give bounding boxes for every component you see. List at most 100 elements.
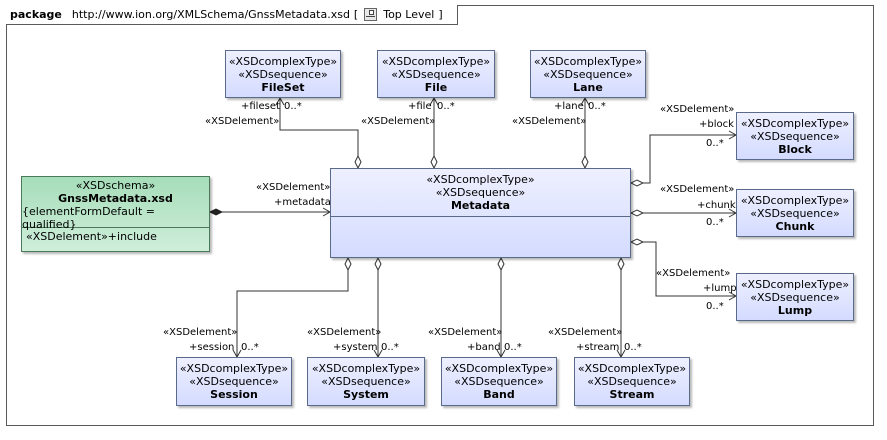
multiplicity-stream: 0..* xyxy=(624,342,642,353)
role-band: +band xyxy=(467,342,501,353)
class-name: Lane xyxy=(573,80,603,94)
stereotype-sequence: «XSDsequence» xyxy=(750,206,840,220)
stereotype-complex-type: «XSDcomplexType» xyxy=(444,362,554,375)
stereotype-element-block: «XSDelement» xyxy=(660,104,735,115)
diamond-chunk xyxy=(629,209,645,217)
schema-name: GnssMetadata.xsd xyxy=(58,192,173,205)
schema-attribute-include[interactable]: «XSDelement»+include xyxy=(22,227,209,243)
stereotype-element-metadata: «XSDelement» xyxy=(256,182,331,193)
class-chunk[interactable]: «XSDcomplexType» «XSDsequence» Chunk xyxy=(736,189,854,237)
class-name: Session xyxy=(210,388,258,401)
class-lane[interactable]: «XSDcomplexType» «XSDsequence» Lane xyxy=(530,50,646,98)
multiplicity-session: 0..* xyxy=(241,342,259,353)
class-name: FileSet xyxy=(261,80,305,94)
stereotype-sequence: «XSDsequence» xyxy=(750,129,840,143)
class-system[interactable]: «XSDcomplexType» «XSDsequence» System xyxy=(307,357,425,406)
view-label: Top Level xyxy=(383,8,435,21)
diamond-schema xyxy=(208,208,224,216)
stereotype-element-band: «XSDelement» xyxy=(428,327,503,338)
multiplicity-chunk: 0..* xyxy=(706,217,724,228)
diamond-system xyxy=(374,256,382,272)
diagram-icon xyxy=(364,8,378,21)
stereotype-sequence: «XSDsequence» xyxy=(454,375,544,388)
package-namespace: http://www.ion.org/XMLSchema/GnssMetadat… xyxy=(71,8,350,21)
multiplicity-lump: 0..* xyxy=(706,301,724,312)
stereotype-complex-type: «XSDcomplexType» xyxy=(311,362,421,375)
arrow-fileset xyxy=(275,96,285,106)
diamond-lump xyxy=(629,238,645,246)
diamond-session xyxy=(344,256,352,272)
multiplicity-fileset: 0..* xyxy=(284,101,302,112)
role-file: +file xyxy=(408,101,432,112)
stereotype-sequence: «XSDsequence» xyxy=(321,375,411,388)
class-name: System xyxy=(343,388,389,401)
multiplicity-band: 0..* xyxy=(504,342,522,353)
stereotype-sequence: «XSDsequence» xyxy=(750,290,840,304)
class-schema[interactable]: «XSDschema» GnssMetadata.xsd {elementFor… xyxy=(21,176,210,252)
stereotype-element-file: «XSDelement» xyxy=(361,116,436,127)
class-name: Block xyxy=(778,142,812,156)
stereotype-complex-type: «XSDcomplexType» xyxy=(381,54,491,68)
stereotype-element-session: «XSDelement» xyxy=(163,327,238,338)
stereotype-sequence: «XSDsequence» xyxy=(391,67,481,81)
role-stream: +stream xyxy=(576,342,620,353)
diamond-fileset xyxy=(354,154,362,170)
multiplicity-lane: 0..* xyxy=(588,101,606,112)
stereotype-sequence: «XSDsequence» xyxy=(587,375,677,388)
stereotype-complex-type: «XSDcomplexType» xyxy=(179,362,289,375)
class-session[interactable]: «XSDcomplexType» «XSDsequence» Session xyxy=(176,357,292,406)
class-fileset[interactable]: «XSDcomplexType» «XSDsequence» FileSet xyxy=(225,50,341,98)
stereotype-schema: «XSDschema» xyxy=(75,179,156,192)
class-metadata[interactable]: «XSDcomplexType» «XSDsequence» Metadata xyxy=(330,168,631,258)
diamond-file xyxy=(430,154,438,170)
stereotype-complex-type: «XSDcomplexType» xyxy=(533,54,643,68)
arrow-lane xyxy=(580,96,590,106)
connector-session[interactable] xyxy=(236,258,349,357)
multiplicity-file: 0..* xyxy=(437,101,455,112)
role-lump: +lump xyxy=(703,283,737,294)
stereotype-element-stream: «XSDelement» xyxy=(548,327,623,338)
class-name: Band xyxy=(483,388,515,401)
role-session: +session xyxy=(189,342,235,353)
diamond-lane xyxy=(581,154,589,170)
class-name: Lump xyxy=(777,303,813,317)
stereotype-element-chunk: «XSDelement» xyxy=(660,184,735,195)
class-name: Stream xyxy=(609,388,655,401)
package-keyword: package xyxy=(10,8,62,21)
role-system: +system xyxy=(333,342,378,353)
stereotype-sequence: «XSDsequence» xyxy=(435,186,526,199)
stereotype-element-lane: «XSDelement» xyxy=(512,116,587,127)
package-tab: package http://www.ion.org/XMLSchema/Gns… xyxy=(6,5,458,25)
bracket-close: ] xyxy=(438,8,443,21)
stereotype-sequence: «XSDsequence» xyxy=(189,375,279,388)
class-stream[interactable]: «XSDcomplexType» «XSDsequence» Stream xyxy=(574,357,690,406)
role-metadata: +metadata xyxy=(274,197,331,208)
stereotype-complex-type: «XSDcomplexType» xyxy=(740,116,850,130)
role-chunk: +chunk xyxy=(697,200,736,211)
stereotype-complex-type: «XSDcomplexType» xyxy=(740,193,850,207)
class-lump[interactable]: «XSDcomplexType» «XSDsequence» Lump xyxy=(736,273,854,321)
class-name: Metadata xyxy=(450,199,511,212)
class-file[interactable]: «XSDcomplexType» «XSDsequence» File xyxy=(377,50,495,98)
schema-header: «XSDschema» GnssMetadata.xsd {elementFor… xyxy=(22,177,209,231)
diamond-band xyxy=(497,256,505,272)
diamond-stream xyxy=(617,256,625,272)
class-block[interactable]: «XSDcomplexType» «XSDsequence» Block xyxy=(736,112,854,160)
stereotype-complex-type: «XSDcomplexType» xyxy=(426,173,535,186)
multiplicity-block: 0..* xyxy=(706,138,724,149)
multiplicity-system: 0..* xyxy=(381,342,399,353)
connector-fileset[interactable] xyxy=(279,98,359,168)
schema-tagged-value: {elementFormDefault = qualified} xyxy=(22,205,155,231)
class-name: Chunk xyxy=(775,219,815,233)
stereotype-element-system: «XSDelement» xyxy=(307,327,382,338)
stereotype-complex-type: «XSDcomplexType» xyxy=(228,54,338,68)
stereotype-sequence: «XSDsequence» xyxy=(238,67,328,81)
attribute-separator xyxy=(331,216,630,217)
bracket-open: [ xyxy=(353,8,359,21)
stereotype-element-fileset: «XSDelement» xyxy=(205,116,280,127)
stereotype-sequence: «XSDsequence» xyxy=(543,67,633,81)
stereotype-element-lump: «XSDelement» xyxy=(656,268,731,279)
class-band[interactable]: «XSDcomplexType» «XSDsequence» Band xyxy=(441,357,557,406)
stereotype-complex-type: «XSDcomplexType» xyxy=(577,362,687,375)
class-name: File xyxy=(424,80,448,94)
